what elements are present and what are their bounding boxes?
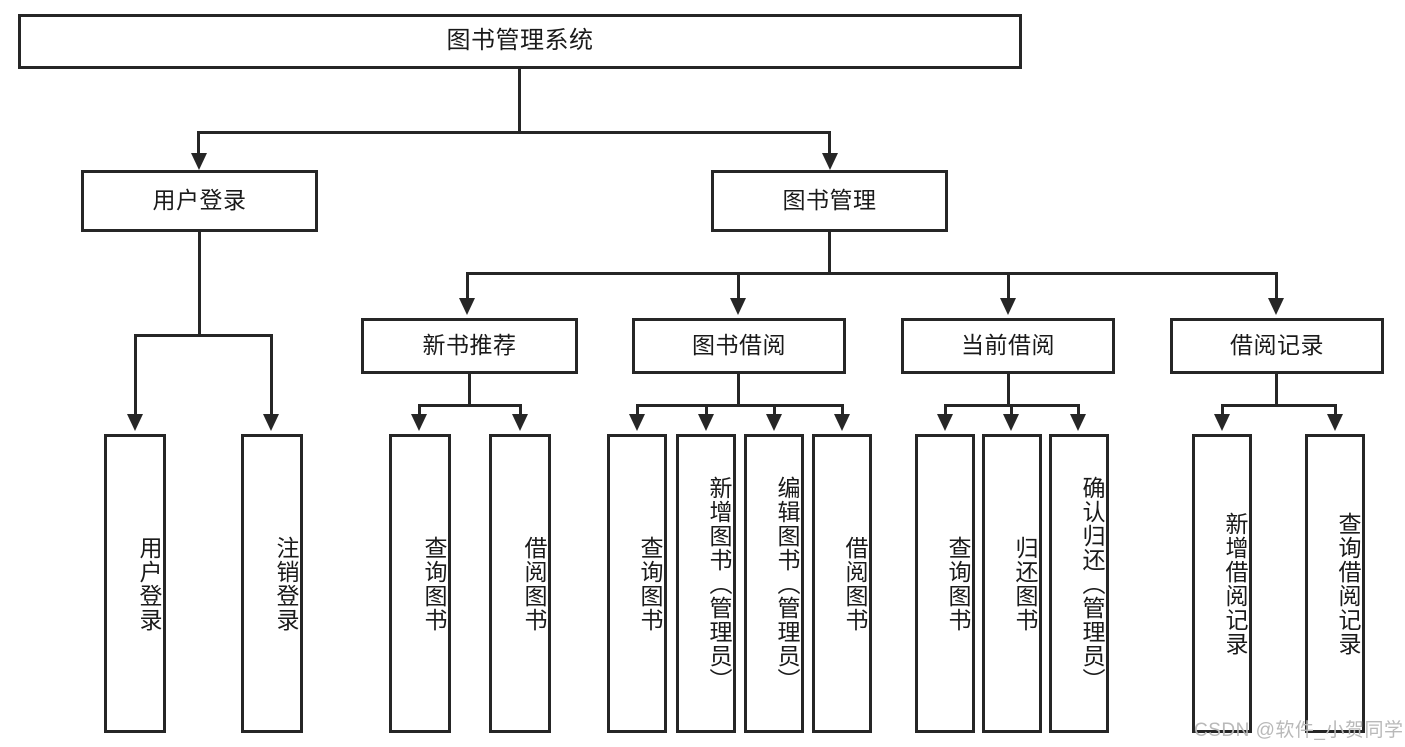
edge-book-mgmt-to-current [1007, 272, 1010, 300]
arrowhead-new-book-leaf-2 [512, 414, 528, 431]
edge-book-mgmt-to-borrow [737, 272, 740, 300]
arrowhead-book-borrow-leaf-3 [766, 414, 782, 431]
edge-current-borrow-stem [1007, 374, 1010, 406]
leaf-borrow-book-1-label: 借阅图书 [521, 535, 547, 632]
edge-borrow-record-bus [1221, 404, 1337, 407]
node-new-book-recommend[interactable]: 新书推荐 [361, 318, 578, 374]
arrowhead-current-borrow-leaf-2 [1003, 414, 1019, 431]
leaf-query-book-3[interactable]: 查询图书 [915, 434, 975, 733]
arrowhead-borrow-record [1268, 298, 1284, 315]
arrowhead-root-to-user-login [191, 153, 207, 170]
arrowhead-current-borrow [1000, 298, 1016, 315]
leaf-query-book-2-label: 查询图书 [637, 535, 663, 632]
leaf-borrow-book-1[interactable]: 借阅图书 [489, 434, 551, 733]
edge-user-login-bus [134, 334, 273, 337]
leaf-query-book-2[interactable]: 查询图书 [607, 434, 667, 733]
edge-book-borrow-leaf-2 [705, 404, 708, 416]
edge-new-book-bus [418, 404, 522, 407]
edge-book-borrow-leaf-3 [773, 404, 776, 416]
leaf-confirm-return-admin[interactable]: 确认归还（管理员） [1049, 434, 1109, 733]
leaf-borrow-book-2-label: 借阅图书 [842, 535, 868, 632]
edge-borrow-record-leaf-1 [1221, 404, 1224, 416]
csdn-watermark: CSDN @软件_小贺同学 [1194, 720, 1404, 741]
leaf-edit-book-admin-label: 编辑图书（管理员） [774, 475, 800, 692]
edge-root-to-book-mgmt [828, 131, 831, 153]
arrowhead-book-borrow-leaf-1 [629, 414, 645, 431]
arrowhead-borrow-record-leaf-2 [1327, 414, 1343, 431]
node-root-system[interactable]: 图书管理系统 [18, 14, 1022, 69]
edge-book-borrow-leaf-4 [841, 404, 844, 416]
edge-user-login-to-leaf-2 [270, 334, 273, 416]
arrowhead-current-borrow-leaf-3 [1070, 414, 1086, 431]
leaf-edit-book-admin[interactable]: 编辑图书（管理员） [744, 434, 804, 733]
leaf-add-book-admin[interactable]: 新增图书（管理员） [676, 434, 736, 733]
arrowhead-new-book [459, 298, 475, 315]
leaf-query-borrow-record[interactable]: 查询借阅记录 [1305, 434, 1365, 733]
edge-book-borrow-bus [636, 404, 844, 407]
edge-root-bus [197, 131, 831, 134]
edge-book-mgmt-to-new-book [466, 272, 469, 300]
arrowhead-user-login-leaf-1 [127, 414, 143, 431]
leaf-borrow-book-2[interactable]: 借阅图书 [812, 434, 872, 733]
edge-borrow-record-stem [1275, 374, 1278, 406]
arrowhead-new-book-leaf-1 [411, 414, 427, 431]
leaf-query-book-3-label: 查询图书 [945, 535, 971, 632]
edge-new-book-leaf-1 [418, 404, 421, 416]
leaf-logout[interactable]: 注销登录 [241, 434, 303, 733]
edge-book-borrow-stem [737, 374, 740, 406]
edge-user-login-stem [198, 232, 201, 336]
edge-current-borrow-leaf-3 [1077, 404, 1080, 416]
edge-current-borrow-leaf-1 [944, 404, 947, 416]
edge-new-book-leaf-2 [519, 404, 522, 416]
arrowhead-borrow-record-leaf-1 [1214, 414, 1230, 431]
edge-book-mgmt-stem [828, 232, 831, 274]
leaf-query-borrow-record-label: 查询借阅记录 [1335, 511, 1361, 656]
node-user-login[interactable]: 用户登录 [81, 170, 318, 232]
edge-root-stem [518, 69, 521, 131]
edge-current-borrow-leaf-2 [1010, 404, 1013, 416]
node-book-management[interactable]: 图书管理 [711, 170, 948, 232]
leaf-user-login-label: 用户登录 [136, 535, 162, 632]
edge-borrow-record-leaf-2 [1334, 404, 1337, 416]
arrowhead-user-login-leaf-2 [263, 414, 279, 431]
edge-book-mgmt-to-record [1275, 272, 1278, 300]
leaf-add-borrow-record-label: 新增借阅记录 [1222, 511, 1248, 656]
edge-root-to-user-login [197, 131, 200, 153]
leaf-query-book-1-label: 查询图书 [421, 535, 447, 632]
edge-book-borrow-leaf-1 [636, 404, 639, 416]
leaf-query-book-1[interactable]: 查询图书 [389, 434, 451, 733]
arrowhead-book-borrow-leaf-2 [698, 414, 714, 431]
leaf-confirm-return-admin-label: 确认归还（管理员） [1079, 475, 1105, 692]
arrowhead-root-to-book-mgmt [822, 153, 838, 170]
arrowhead-book-borrow-leaf-4 [834, 414, 850, 431]
leaf-add-book-admin-label: 新增图书（管理员） [706, 475, 732, 692]
leaf-return-book[interactable]: 归还图书 [982, 434, 1042, 733]
leaf-logout-label: 注销登录 [273, 535, 299, 632]
edge-new-book-stem [468, 374, 471, 406]
node-current-borrow[interactable]: 当前借阅 [901, 318, 1115, 374]
edge-book-mgmt-bus [466, 272, 1278, 275]
edge-user-login-to-leaf-1 [134, 334, 137, 416]
leaf-add-borrow-record[interactable]: 新增借阅记录 [1192, 434, 1252, 733]
leaf-return-book-label: 归还图书 [1012, 535, 1038, 632]
node-borrow-record[interactable]: 借阅记录 [1170, 318, 1384, 374]
arrowhead-book-borrow [730, 298, 746, 315]
leaf-user-login[interactable]: 用户登录 [104, 434, 166, 733]
node-book-borrow[interactable]: 图书借阅 [632, 318, 846, 374]
arrowhead-current-borrow-leaf-1 [937, 414, 953, 431]
